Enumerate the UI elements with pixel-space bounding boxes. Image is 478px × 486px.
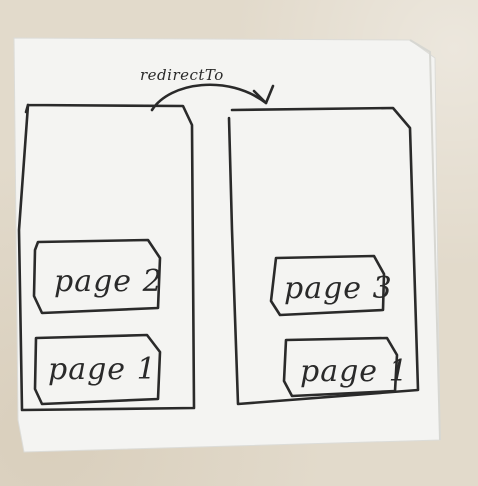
right-stack-page-top: page 3 <box>269 254 393 317</box>
right-stack-container <box>227 106 420 406</box>
arrow-label: redirectTo <box>140 66 224 84</box>
left-page-top-label: page 2 <box>54 264 163 299</box>
sticky-note-paper <box>13 37 441 453</box>
left-stack-page-bottom: page 1 <box>33 333 162 406</box>
right-page-bottom-label: page 1 <box>300 354 409 389</box>
right-page-top-label: page 3 <box>284 271 393 306</box>
left-page-bottom-label: page 1 <box>48 352 157 387</box>
left-stack-page-top: page 2 <box>32 238 163 315</box>
redirect-arrow <box>150 83 275 112</box>
right-stack-page-bottom: page 1 <box>282 336 409 398</box>
left-stack-container <box>17 103 196 412</box>
